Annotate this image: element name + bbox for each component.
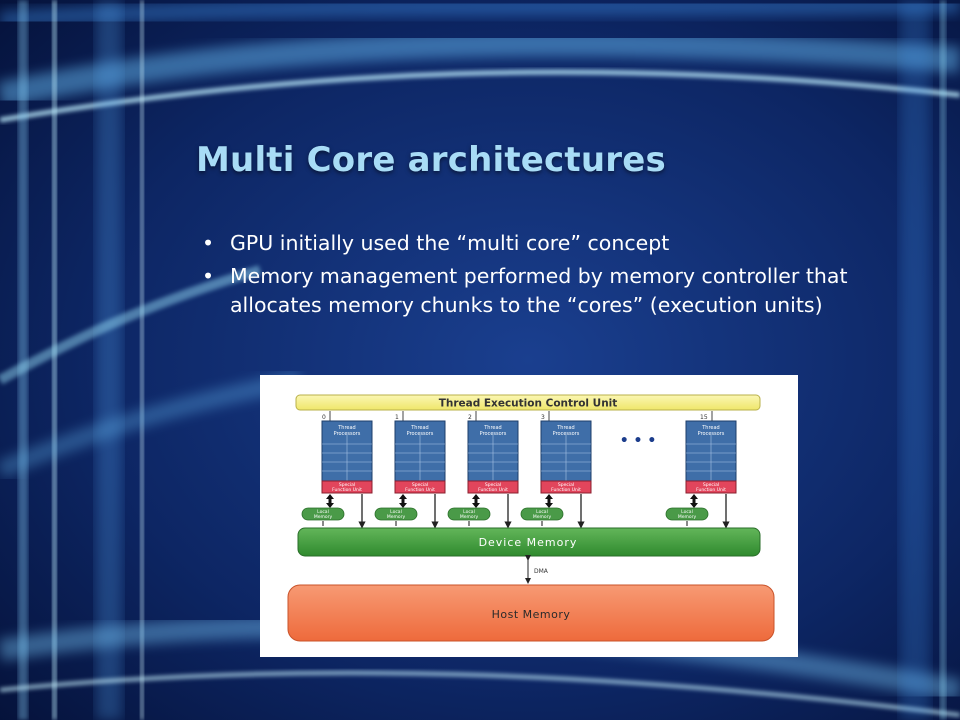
local-memory-block	[520, 507, 564, 521]
bullet-item: • GPU initially used the “multi core” co…	[196, 229, 896, 258]
bullet-list: • GPU initially used the “multi core” co…	[196, 229, 896, 324]
special-function-unit-block	[685, 480, 737, 494]
special-function-unit-block	[467, 480, 519, 494]
control-unit-label: Thread Execution Control Unit	[439, 398, 618, 410]
special-function-unit-block	[394, 480, 446, 494]
host-memory-box	[287, 584, 775, 642]
bullet-text: Memory management performed by memory co…	[230, 264, 848, 317]
ellipsis-label: • • •	[620, 433, 657, 449]
core-index: 1	[395, 414, 399, 421]
slide-title: Multi Core architectures	[196, 140, 666, 180]
device-memory-label: Device Memory	[479, 536, 578, 549]
bullet-glyph: •	[202, 231, 215, 255]
bidirectional-arrow-icon	[690, 494, 698, 508]
special-function-unit-block	[321, 480, 373, 494]
local-memory-block	[301, 507, 345, 521]
bullet-item: • Memory management performed by memory …	[196, 262, 896, 320]
bidirectional-arrow-icon	[545, 494, 553, 508]
local-memory-block	[447, 507, 491, 521]
control-unit-box	[295, 394, 761, 411]
bidirectional-arrow-icon	[399, 494, 407, 508]
architecture-diagram: Thread Execution Control Unit 0 1 2 3 15…	[260, 375, 798, 657]
core-index: 3	[541, 414, 545, 421]
bidirectional-arrow-icon	[472, 494, 480, 508]
local-memory-block	[374, 507, 418, 521]
local-memory-block	[665, 507, 709, 521]
host-memory-label: Host Memory	[492, 608, 571, 621]
dma-label: DMA	[534, 568, 549, 575]
architecture-diagram-svg: Thread Execution Control Unit 0 1 2 3 15…	[287, 394, 775, 642]
core-index: 15	[700, 414, 708, 421]
special-function-unit-block	[540, 480, 592, 494]
bullet-glyph: •	[202, 264, 215, 288]
bullet-text: GPU initially used the “multi core” conc…	[230, 231, 670, 255]
bidirectional-arrow-icon	[326, 494, 334, 508]
core-index: 0	[322, 414, 326, 421]
core-index: 2	[468, 414, 472, 421]
